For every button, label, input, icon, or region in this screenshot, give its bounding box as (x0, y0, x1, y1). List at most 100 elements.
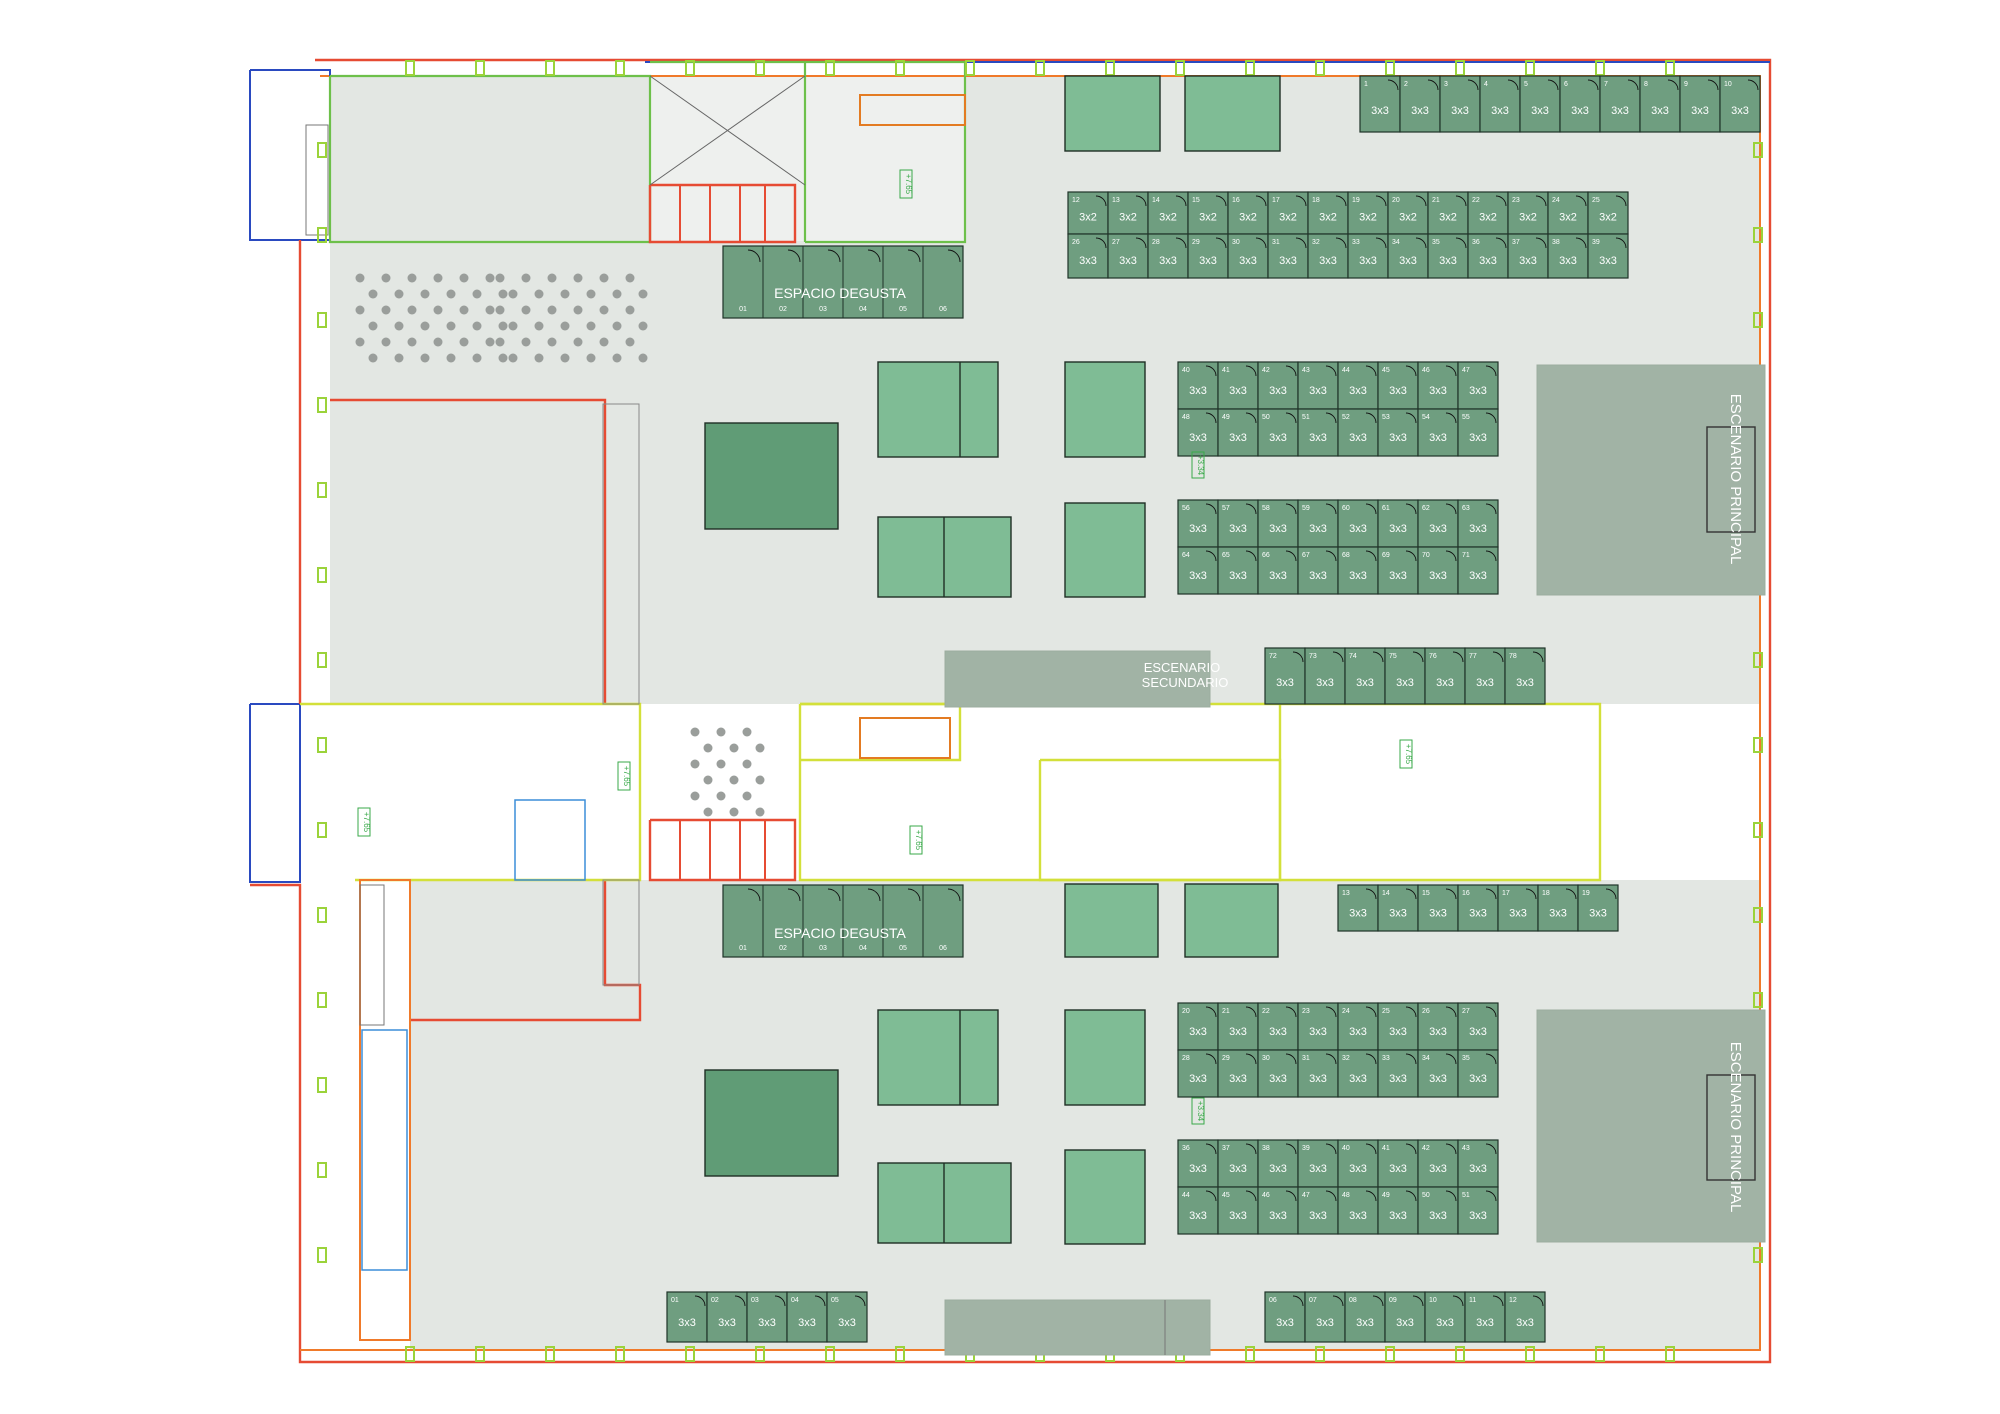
level-marker: +3.34 (1196, 455, 1205, 476)
level-markers: +7.65 +7.65 +7.65 +7.65 +7.65 +3.34 +3.3… (357, 169, 1413, 1125)
degusta-number: 04 (859, 945, 867, 952)
stand-number: 21 (1222, 1008, 1230, 1015)
stand-size: 3x3 (1239, 255, 1257, 267)
stand-size: 3x3 (1229, 1163, 1247, 1175)
stand-number: 62 (1422, 505, 1430, 512)
stand-number: 8 (1644, 81, 1648, 88)
stand-size: 3x3 (1189, 1163, 1207, 1175)
stand-number: 27 (1462, 1008, 1470, 1015)
stand-number: 17 (1502, 890, 1510, 897)
stand-number: 29 (1192, 239, 1200, 246)
stand-number: 11 (1469, 1297, 1476, 1304)
stand-number: 19 (1582, 890, 1590, 897)
stand-size: 3x3 (1189, 432, 1207, 444)
stand-size: 3x3 (1389, 1026, 1407, 1038)
stand-size: 3x3 (1229, 1210, 1247, 1222)
stand-size: 3x3 (1309, 1163, 1327, 1175)
stand-size: 3x3 (1189, 1073, 1207, 1085)
stand-size: 3x3 (1429, 1210, 1447, 1222)
degusta-number: 06 (939, 945, 947, 952)
stand-number: 50 (1262, 414, 1270, 421)
stand-number: 10 (1724, 81, 1732, 88)
stand-number: 26 (1072, 239, 1080, 246)
stand-size: 3x3 (1229, 385, 1247, 397)
stand-number: 3 (1444, 81, 1448, 88)
stand-number: 07 (1309, 1297, 1317, 1304)
stand-size: 3x3 (1469, 1073, 1487, 1085)
stand-size: 3x2 (1559, 212, 1577, 224)
stand-size: 3x3 (1309, 432, 1327, 444)
stand-number: 46 (1262, 1192, 1270, 1199)
stand-number: 47 (1462, 367, 1470, 374)
stand-grid: 13x323x333x343x353x363x373x383x393x3103x… (666, 75, 1761, 1343)
stand-size: 3x3 (1349, 1026, 1367, 1038)
stand-size: 3x3 (838, 1317, 856, 1329)
stand-size: 3x3 (1436, 677, 1454, 689)
stand-size: 3x3 (1309, 1073, 1327, 1085)
stand-number: 03 (751, 1297, 759, 1304)
escenario-principal-top: ESCENARIO PRINCIPAL (1727, 394, 1744, 565)
stand-size: 3x3 (1269, 1210, 1287, 1222)
stand-size: 3x3 (1309, 570, 1327, 582)
stand-size: 3x3 (1316, 677, 1334, 689)
stand-number: 30 (1232, 239, 1240, 246)
stand-size: 3x3 (1389, 1073, 1407, 1085)
stand-number: 17 (1272, 197, 1280, 204)
stand-size: 3x3 (1651, 105, 1669, 117)
stand-size: 3x3 (1316, 1317, 1334, 1329)
degusta-label-top: ESPACIO DEGUSTA (774, 285, 906, 301)
degusta-label-bottom: ESPACIO DEGUSTA (774, 925, 906, 941)
stand-size: 3x3 (1469, 1026, 1487, 1038)
stand-number: 33 (1352, 239, 1360, 246)
stand-size: 3x2 (1479, 212, 1497, 224)
stand-size: 3x2 (1119, 212, 1137, 224)
stand-number: 28 (1152, 239, 1160, 246)
stand-size: 3x3 (1436, 1317, 1454, 1329)
stand-number: 20 (1392, 197, 1400, 204)
stand-number: 38 (1262, 1145, 1270, 1152)
level-marker: +7.65 (622, 766, 631, 787)
stand-number: 64 (1182, 552, 1190, 559)
stand-number: 67 (1302, 552, 1310, 559)
stand-size: 3x2 (1519, 212, 1537, 224)
stand-size: 3x3 (1516, 677, 1534, 689)
stand-number: 13 (1112, 197, 1120, 204)
stand-number: 56 (1182, 505, 1190, 512)
stand-number: 31 (1272, 239, 1280, 246)
stand-number: 41 (1222, 367, 1230, 374)
stand-number: 61 (1382, 505, 1390, 512)
stand-number: 12 (1072, 197, 1080, 204)
stand-number: 18 (1312, 197, 1320, 204)
stand-size: 3x3 (1469, 1210, 1487, 1222)
stand-size: 3x3 (678, 1317, 696, 1329)
